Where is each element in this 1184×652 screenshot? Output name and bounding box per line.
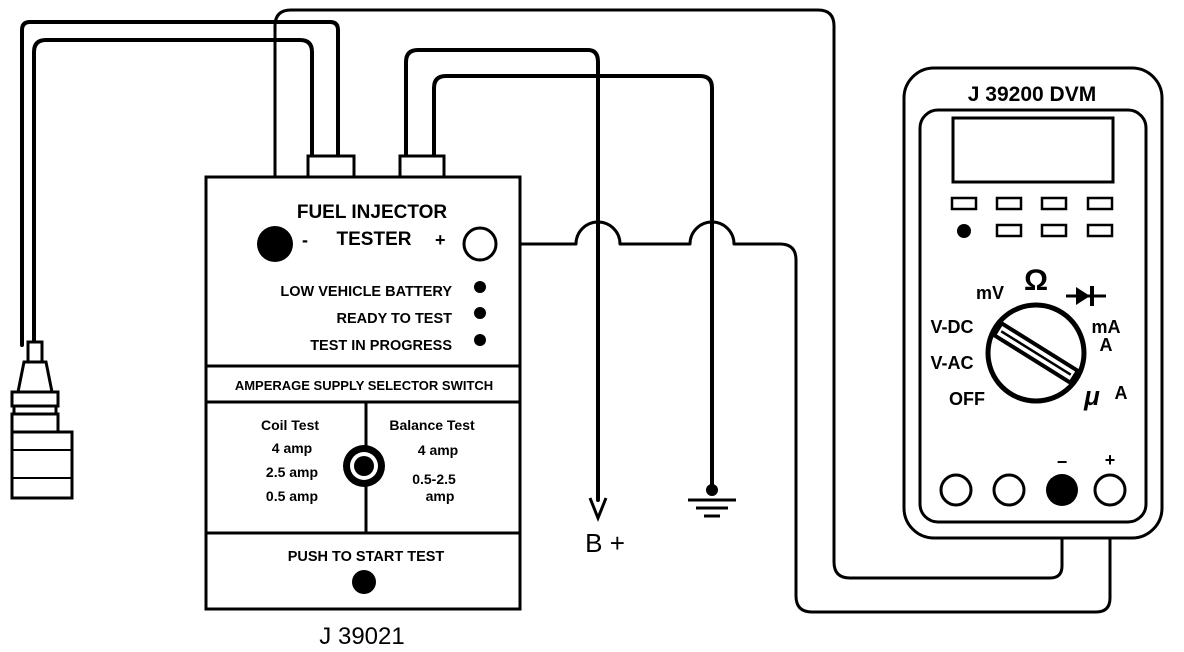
dial-label-micro: μ <box>1083 381 1100 411</box>
dial-label-off: OFF <box>949 389 985 409</box>
diode-icon <box>1066 286 1106 306</box>
dial-label-mv: mV <box>976 283 1004 303</box>
plug-connector <box>10 340 74 500</box>
dvm-display <box>951 116 1115 184</box>
selector-switch-title: AMPERAGE SUPPLY SELECTOR SWITCH <box>235 378 493 393</box>
coil-test-value-0-5amp: 0.5 amp <box>266 488 318 504</box>
tester-part-number: J 39021 <box>319 623 404 650</box>
dvm-key[interactable] <box>1040 196 1068 211</box>
dvm-jack-1[interactable] <box>939 473 973 507</box>
coil-test-title: Coil Test <box>261 417 319 433</box>
dvm-key[interactable] <box>1086 196 1114 211</box>
power-cable <box>404 48 714 523</box>
dial-label-vdc: V-DC <box>930 317 973 337</box>
tester-title-line2: TESTER <box>337 229 412 250</box>
dvm-jack-positive-label: + <box>1105 450 1116 470</box>
indicator-ready-led <box>474 307 486 319</box>
indicator-low-battery-label: LOW VEHICLE BATTERY <box>280 284 452 300</box>
dvm-key[interactable] <box>1040 223 1068 238</box>
negative-lead-wire <box>273 8 1064 580</box>
dvm-key[interactable] <box>950 196 978 211</box>
balance-test-value-amp: amp <box>426 488 455 504</box>
amperage-selector-knob[interactable] <box>343 445 385 487</box>
push-to-start-label: PUSH TO START TEST <box>288 549 445 565</box>
dial-label-a: A <box>1100 335 1113 355</box>
dvm-body-inner <box>918 108 1148 524</box>
indicator-ready-label: READY TO TEST <box>337 311 453 327</box>
push-to-start-button[interactable] <box>352 570 376 594</box>
dvm-jack-2[interactable] <box>992 473 1026 507</box>
digital-voltmeter: J 39200 DVM mV Ω V-DC V-AC OFF mA A μ A <box>902 66 1164 540</box>
connector-cable <box>20 20 340 347</box>
tester-connector-socket-left <box>306 154 356 180</box>
dvm-power-dot <box>957 224 971 238</box>
dial-label-ohm: Ω <box>1024 264 1048 297</box>
negative-terminal[interactable] <box>257 226 293 262</box>
negative-terminal-label: - <box>302 230 308 250</box>
positive-terminal-label: + <box>435 230 446 250</box>
dvm-key[interactable] <box>995 196 1023 211</box>
dvm-jack-negative-label: − <box>1057 452 1068 472</box>
dial-label-ua: A <box>1115 383 1128 403</box>
balance-test-title: Balance Test <box>389 417 475 433</box>
indicator-in-progress-label: TEST IN PROGRESS <box>310 338 452 354</box>
balance-test-value-4amp: 4 amp <box>418 442 458 458</box>
battery-positive-label: B + <box>585 528 625 558</box>
dvm-key[interactable] <box>995 223 1023 238</box>
dial-label-ma: mA <box>1091 317 1120 337</box>
dvm-title: J 39200 DVM <box>968 83 1096 106</box>
dvm-selector-dial[interactable] <box>985 302 1087 404</box>
coil-test-value-2-5amp: 2.5 amp <box>266 464 318 480</box>
battery-arrow <box>588 497 608 523</box>
ground-symbol <box>688 484 736 518</box>
dvm-jack-positive[interactable] <box>1093 473 1127 507</box>
positive-terminal[interactable] <box>462 226 498 262</box>
tester-connector-socket-right <box>398 154 446 180</box>
dvm-key[interactable] <box>1086 223 1114 238</box>
fuel-injector-tester: FUEL INJECTOR TESTER - + LOW VEHICLE BAT… <box>204 154 522 650</box>
balance-test-value-range: 0.5-2.5 <box>412 471 456 487</box>
indicator-in-progress-led <box>474 334 486 346</box>
dvm-jack-negative[interactable] <box>1046 474 1078 506</box>
coil-test-value-4amp: 4 amp <box>272 440 312 456</box>
dial-label-vac: V-AC <box>930 353 973 373</box>
indicator-low-battery-led <box>474 281 486 293</box>
tester-title-line1: FUEL INJECTOR <box>297 202 448 223</box>
positive-lead-wire <box>494 220 1112 614</box>
